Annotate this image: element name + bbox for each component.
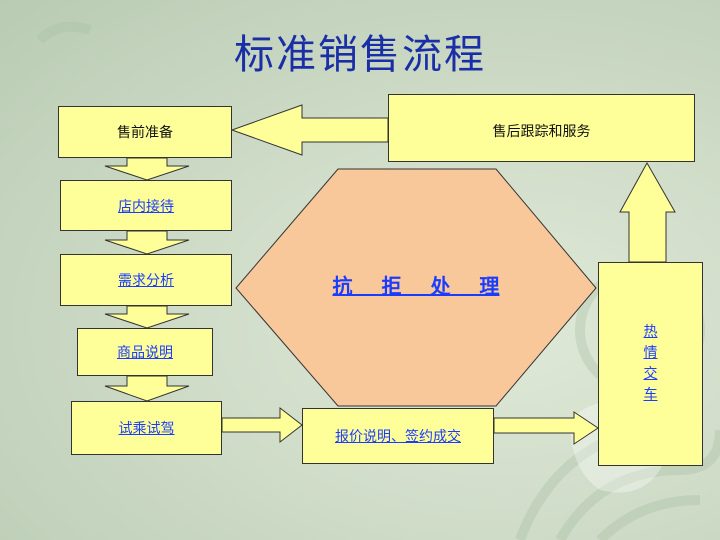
step-quote[interactable]: 报价说明、签约成交	[302, 408, 494, 464]
arrow-right-1	[221, 406, 303, 444]
step-needs-link[interactable]: 需求分析	[118, 273, 174, 289]
objection-hexagon	[235, 168, 597, 407]
step-handover-link[interactable]: 热 情 交 车	[644, 322, 658, 406]
arrow-down-1	[104, 157, 190, 181]
step-after-sale: 售后跟踪和服务	[388, 94, 695, 162]
step-reception-link[interactable]: 店内接待	[118, 198, 174, 215]
step-after-sale-label: 售后跟踪和服务	[492, 124, 591, 140]
step-product-link[interactable]: 商品说明	[117, 345, 173, 361]
handover-char-3: 交	[643, 366, 658, 382]
handover-char-1: 热	[643, 324, 658, 340]
step-test-drive-link[interactable]: 试乘试驾	[118, 421, 175, 437]
step-handover[interactable]: 热 情 交 车	[598, 262, 703, 466]
arrow-down-3	[104, 305, 190, 329]
step-pre-sale: 售前准备	[58, 106, 232, 158]
arrow-up	[619, 161, 676, 263]
step-product[interactable]: 商品说明	[77, 328, 213, 376]
page-title: 标准销售流程	[234, 32, 486, 78]
arrow-right-2	[493, 411, 599, 445]
step-test-drive[interactable]: 试乘试驾	[71, 401, 222, 455]
handover-char-2: 情	[643, 345, 658, 361]
step-quote-link[interactable]: 报价说明、签约成交	[335, 429, 461, 445]
objection-link[interactable]: 抗 拒 处 理	[332, 274, 500, 298]
handover-char-4: 车	[643, 387, 658, 403]
step-reception[interactable]: 店内接待	[60, 180, 232, 231]
step-needs[interactable]: 需求分析	[60, 254, 232, 306]
step-pre-sale-label: 售前准备	[117, 125, 173, 141]
arrow-down-4	[104, 375, 190, 402]
arrow-down-2	[104, 230, 190, 255]
arrow-left	[230, 104, 389, 156]
